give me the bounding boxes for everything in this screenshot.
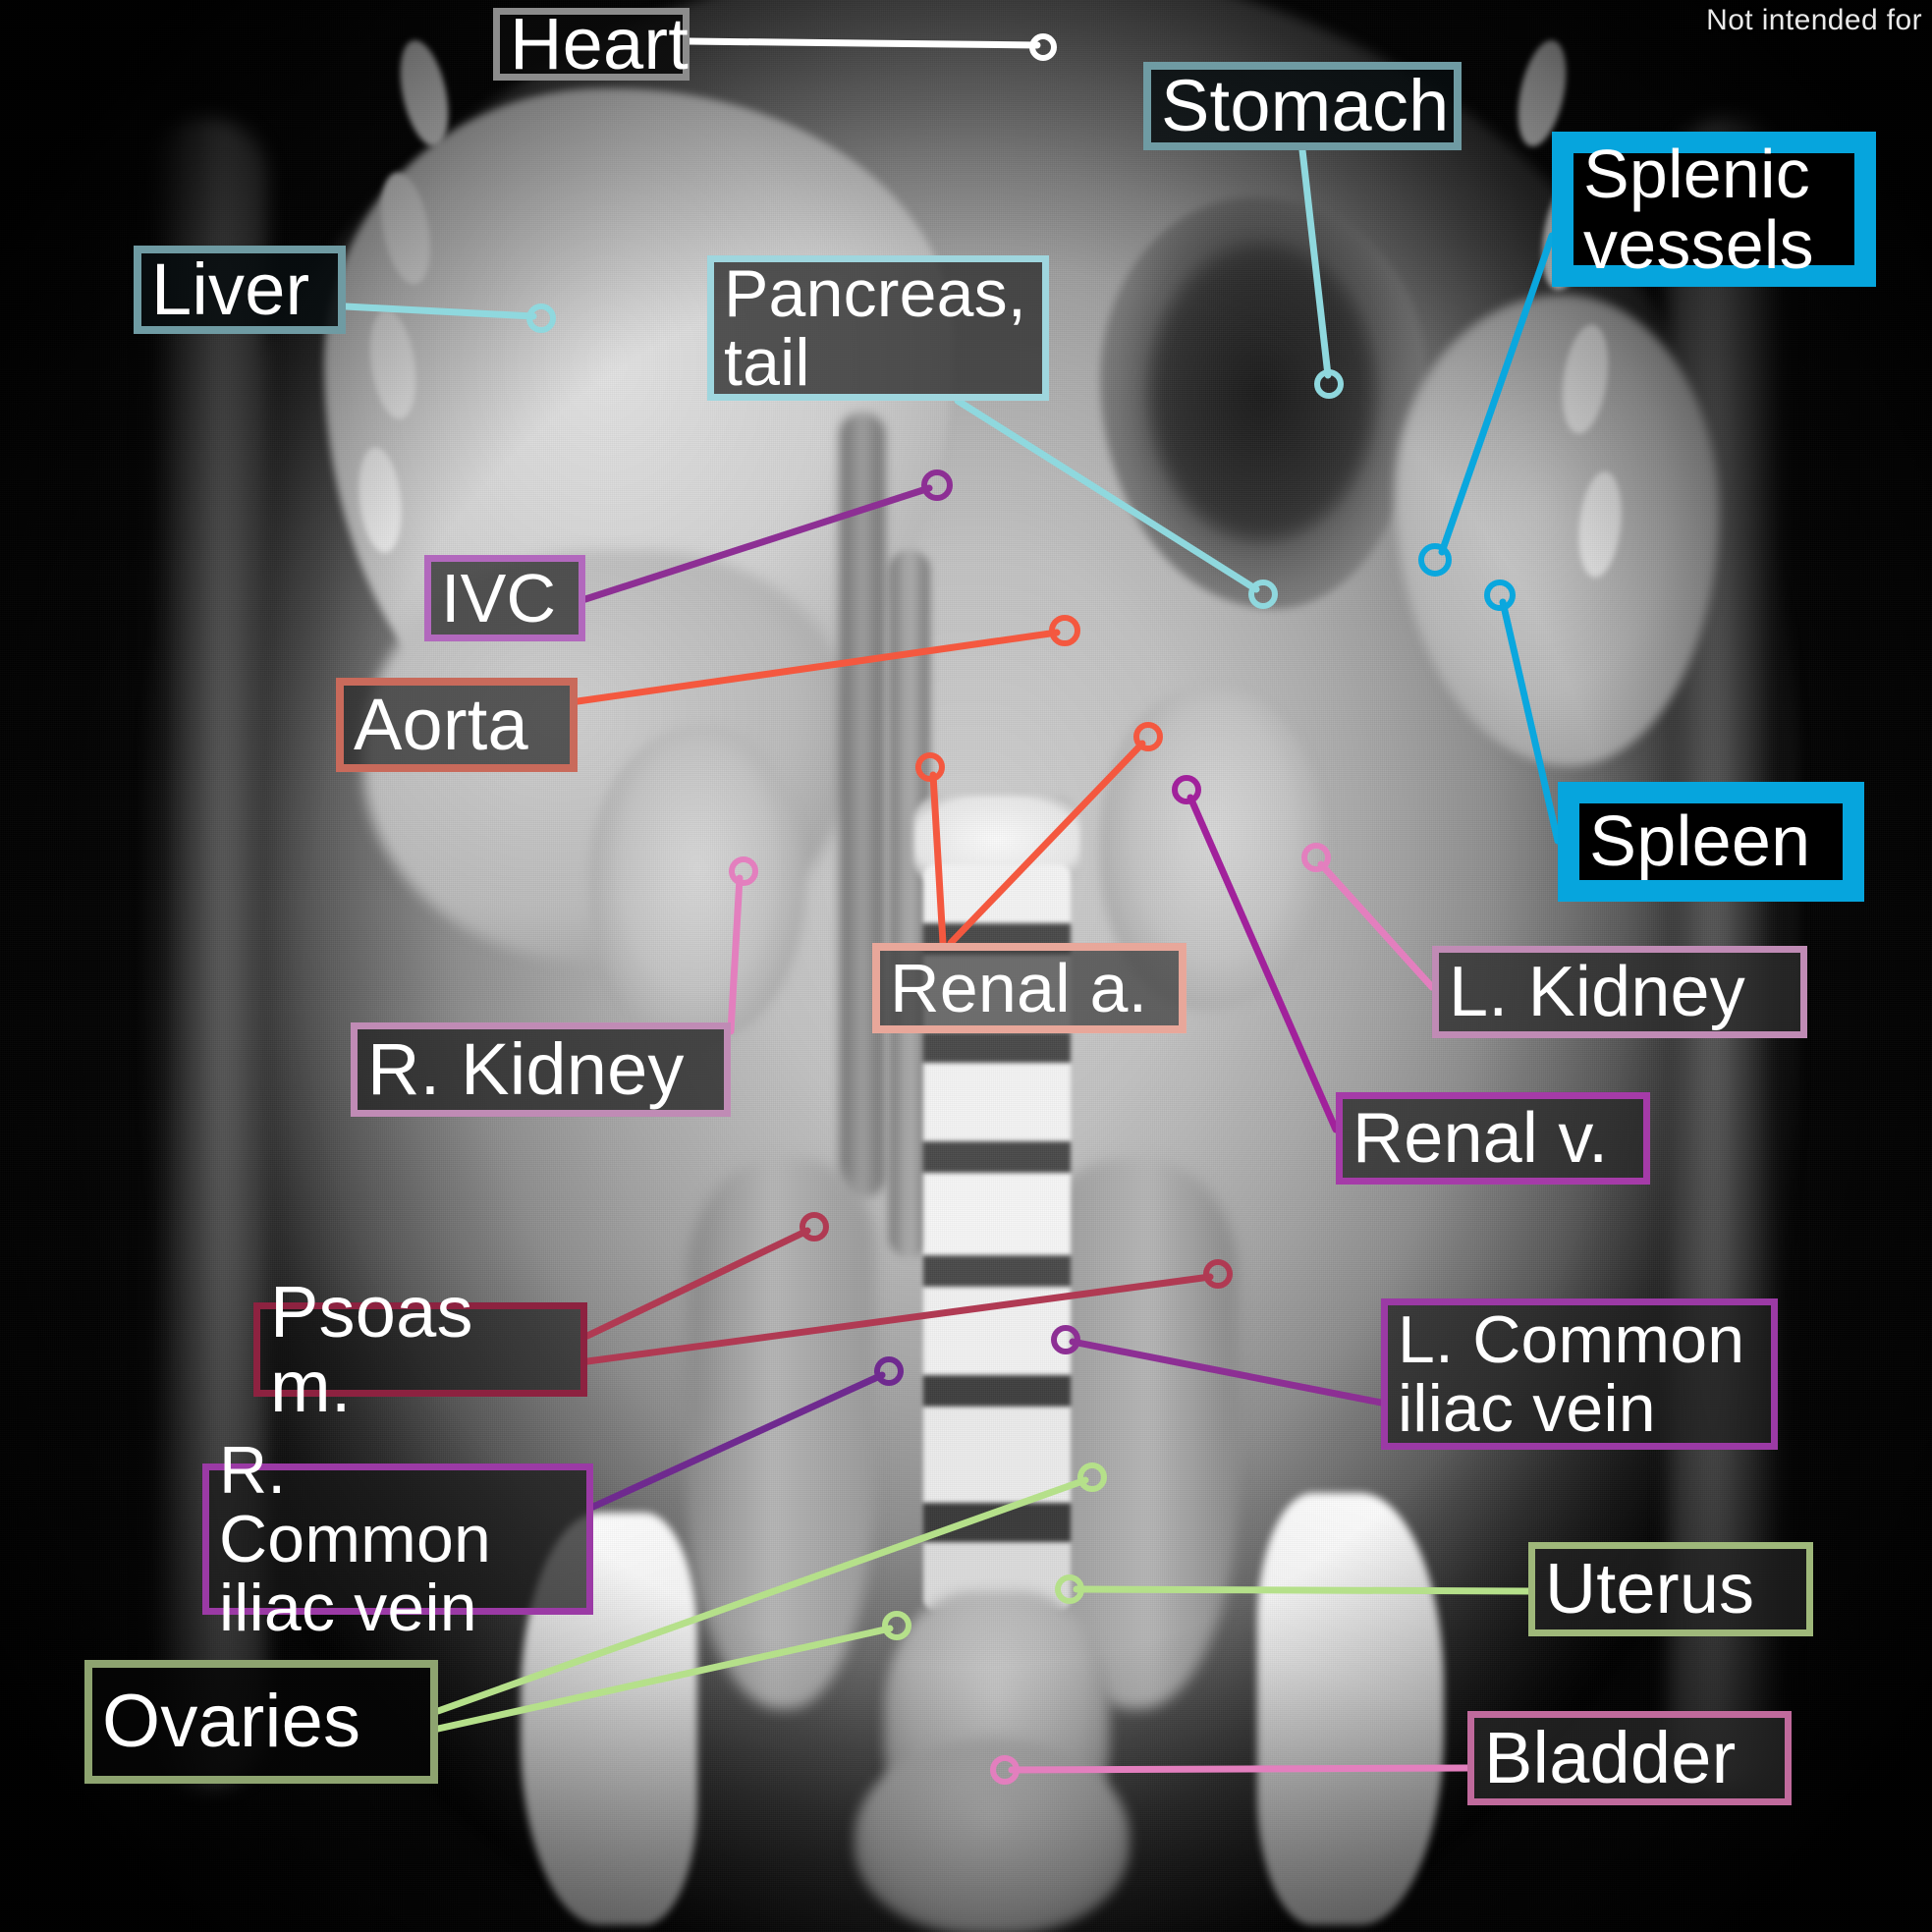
- label-bladder[interactable]: Bladder: [1467, 1711, 1792, 1805]
- leader-line-aorta: [574, 629, 1061, 705]
- label-aorta[interactable]: Aorta: [336, 678, 578, 772]
- leader-line-ovaries: [434, 1625, 894, 1733]
- label-r-kidney[interactable]: R. Kidney: [351, 1022, 731, 1117]
- marker-dot-r-kidney: [729, 856, 758, 886]
- leader-line-splenic-vessels: [1438, 232, 1556, 556]
- marker-dot-liver: [526, 304, 556, 333]
- label-r-common-iliac-vein[interactable]: R. Common iliac vein: [202, 1436, 593, 1642]
- marker-dot-r-common-iliac-vein: [874, 1356, 904, 1386]
- marker-dot-psoas-m: [1203, 1259, 1233, 1289]
- label-uterus[interactable]: Uterus: [1528, 1542, 1813, 1636]
- label-liver[interactable]: Liver: [134, 246, 346, 334]
- label-renal-v[interactable]: Renal v.: [1336, 1092, 1650, 1185]
- marker-dot-ovaries: [1077, 1463, 1107, 1492]
- leader-line-l-kidney: [1317, 860, 1436, 991]
- label-ovaries[interactable]: Ovaries: [84, 1660, 438, 1784]
- label-psoas-m[interactable]: Psoas m.: [253, 1274, 587, 1424]
- marker-dot-splenic-vessels: [1418, 543, 1452, 577]
- leader-line-stomach: [1298, 146, 1332, 379]
- marker-dot-heart: [1029, 33, 1057, 61]
- leader-line-heart: [686, 37, 1041, 49]
- marker-dot-spleen: [1484, 580, 1516, 611]
- label-l-kidney[interactable]: L. Kidney: [1432, 946, 1807, 1038]
- leader-line-pancreas-tail: [954, 397, 1260, 593]
- label-l-common-iliac-vein[interactable]: L. Common iliac vein: [1381, 1298, 1778, 1450]
- leader-line-l-common-iliac-vein: [1069, 1338, 1385, 1407]
- leader-line-ovaries: [434, 1476, 1089, 1715]
- leader-line-psoas-m: [583, 1273, 1214, 1365]
- marker-dot-l-kidney: [1301, 843, 1331, 872]
- label-stomach[interactable]: Stomach: [1143, 62, 1462, 150]
- leader-line-liver: [342, 303, 537, 320]
- leader-line-bladder: [1008, 1764, 1471, 1774]
- leader-line-psoas-m: [583, 1227, 811, 1340]
- label-splenic-vessels[interactable]: Splenic vessels: [1552, 132, 1876, 287]
- leader-line-renal-v: [1187, 794, 1340, 1133]
- leader-line-r-common-iliac-vein: [589, 1371, 886, 1511]
- marker-dot-stomach: [1314, 369, 1344, 399]
- marker-dot-renal-a: [915, 752, 945, 782]
- marker-dot-pancreas-tail: [1248, 580, 1278, 609]
- marker-dot-ivc: [921, 469, 953, 501]
- marker-dot-renal-v: [1172, 775, 1201, 804]
- label-spleen[interactable]: Spleen: [1558, 782, 1864, 902]
- marker-dot-l-common-iliac-vein: [1051, 1325, 1080, 1354]
- leader-line-renal-a: [947, 740, 1146, 947]
- label-heart[interactable]: Heart: [493, 6, 690, 82]
- leader-line-uterus: [1073, 1585, 1532, 1595]
- marker-dot-bladder: [990, 1755, 1020, 1785]
- marker-dot-ovaries: [882, 1611, 911, 1640]
- label-ivc[interactable]: IVC: [424, 555, 585, 641]
- marker-dot-uterus: [1055, 1574, 1084, 1604]
- leader-line-ivc: [581, 484, 933, 603]
- leader-line-renal-a: [929, 771, 947, 947]
- marker-dot-psoas-m: [800, 1212, 829, 1242]
- marker-dot-renal-a: [1133, 722, 1163, 751]
- leader-line-r-kidney: [727, 874, 744, 1035]
- leader-line-spleen: [1499, 598, 1562, 845]
- watermark-text: Not intended for: [1706, 4, 1922, 36]
- label-renal-a[interactable]: Renal a.: [872, 943, 1187, 1033]
- label-pancreas-tail[interactable]: Pancreas, tail: [707, 255, 1049, 401]
- marker-dot-aorta: [1049, 615, 1080, 646]
